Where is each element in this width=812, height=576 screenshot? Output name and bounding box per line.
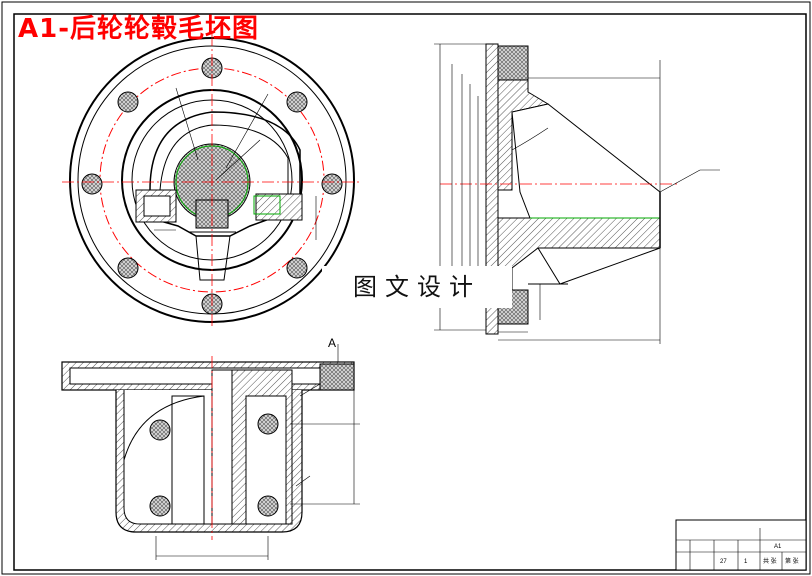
side-section-view — [434, 43, 720, 344]
bottom-section-view — [61, 344, 360, 560]
title-block: A1 27 1 共 张 第 张 — [675, 519, 807, 571]
title-block-scale: 27 — [720, 559, 727, 565]
title-block-sheet: 1 — [744, 559, 748, 565]
bolt-holes — [81, 57, 343, 315]
watermark-text: 图文设计 — [322, 266, 512, 308]
title-block-total: 共 张 — [763, 557, 777, 565]
drawing-title: A1-后轮轮毂毛坯图 — [18, 14, 260, 44]
inner-border — [13, 13, 807, 571]
section-marker-a: A — [328, 336, 337, 350]
title-block-size: A1 — [774, 544, 782, 550]
title-block-page: 第 张 — [785, 557, 799, 565]
front-view — [62, 34, 362, 326]
